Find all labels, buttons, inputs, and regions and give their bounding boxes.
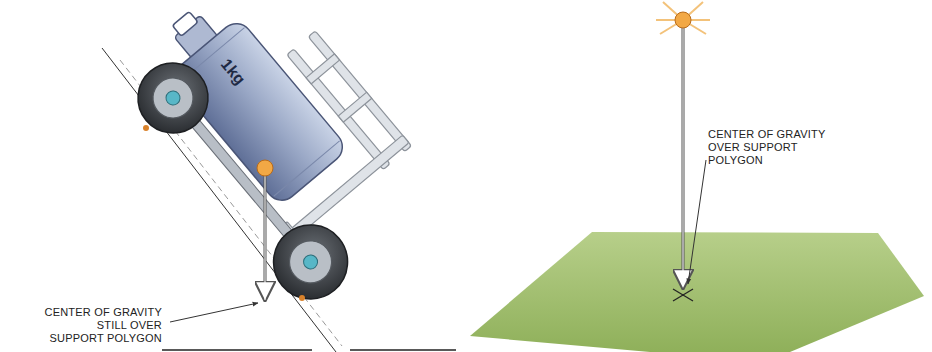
gravity-arrow (682, 28, 685, 288)
leader-line (170, 303, 258, 322)
contact-point (299, 295, 305, 301)
contact-point (143, 125, 149, 131)
wheel (124, 49, 223, 148)
gravity-arrow (683, 28, 684, 286)
support-mark (673, 289, 693, 301)
hand-truck (109, 0, 451, 314)
weight (146, 0, 349, 207)
center-of-gravity-dot (675, 12, 691, 28)
callout-label: CENTER OF GRAVITY STILL OVER SUPPORT POL… (40, 306, 162, 345)
wheel (258, 210, 362, 314)
center-of-gravity (257, 160, 273, 300)
leader-line (688, 160, 706, 284)
ground-plane (470, 232, 924, 352)
callout-label: CENTER OF GRAVITY OVER SUPPORT POLYGON (708, 128, 850, 167)
